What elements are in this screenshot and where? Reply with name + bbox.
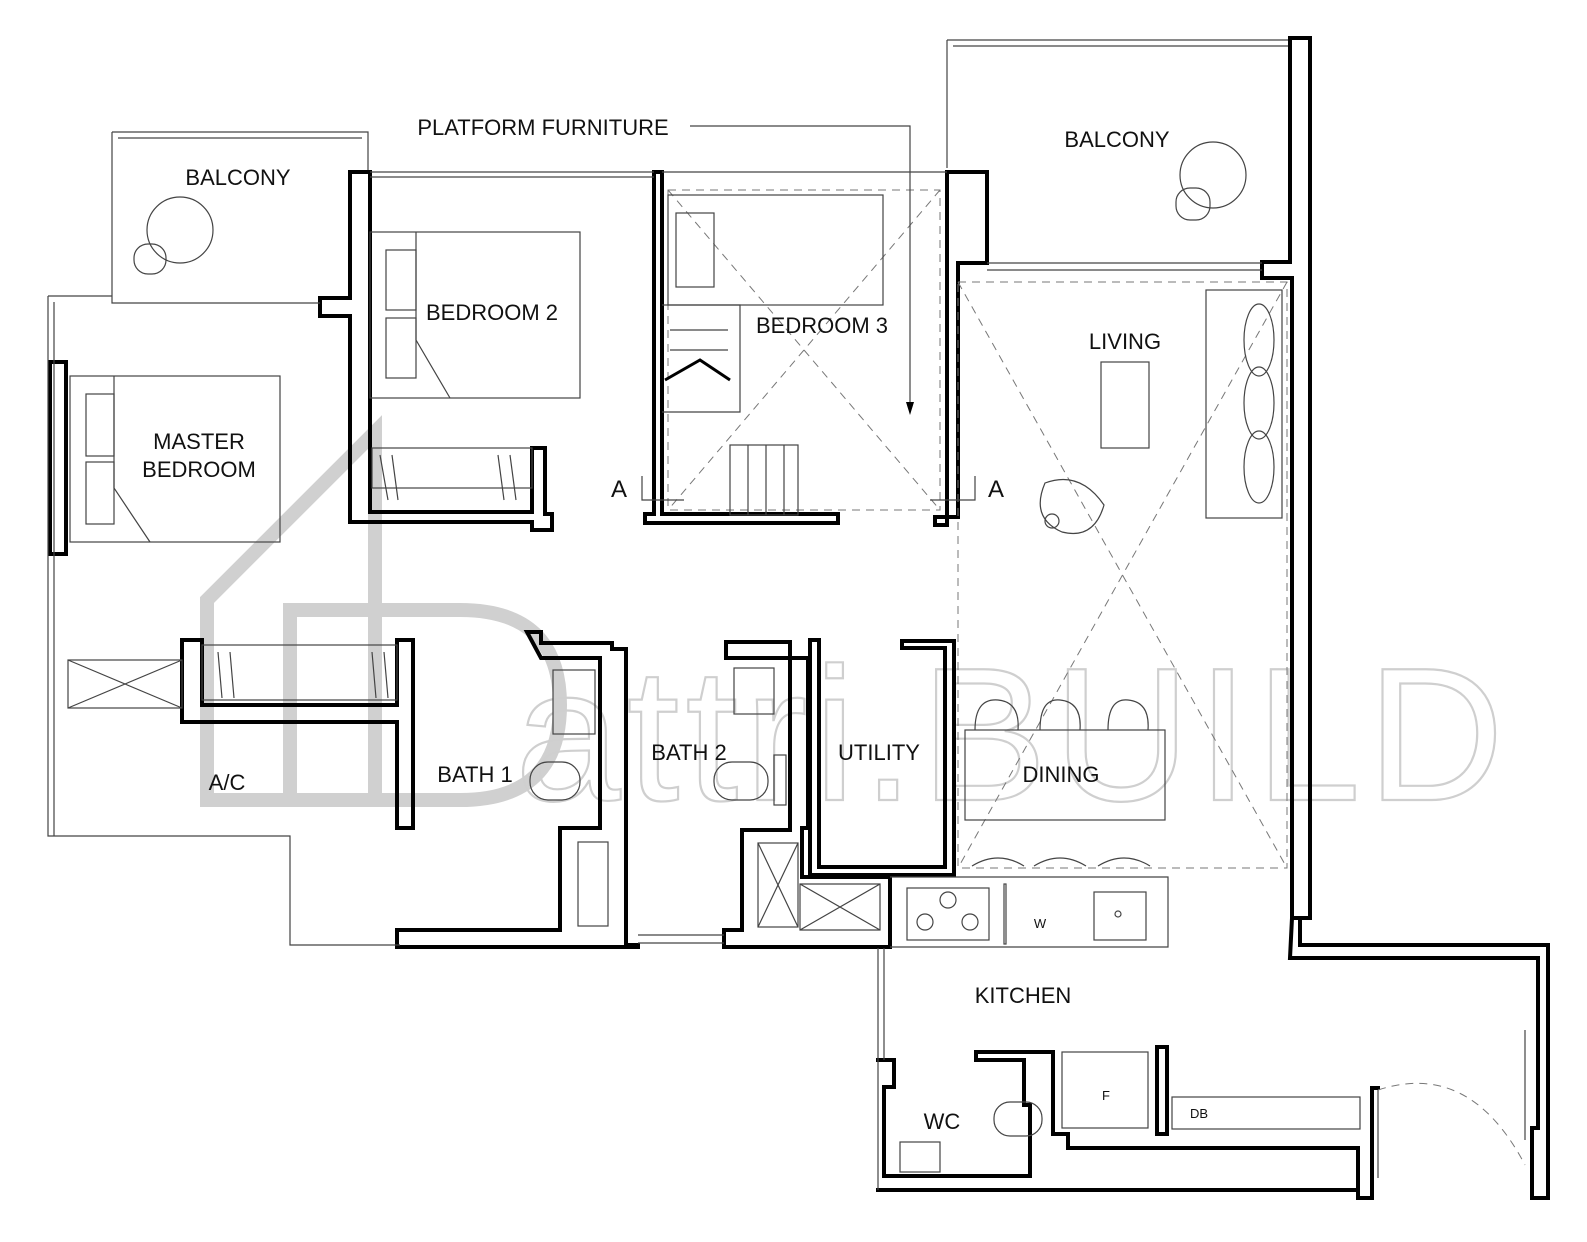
room-labels: BALCONY BALCONY PLATFORM FURNITURE BEDRO… <box>142 115 1208 1134</box>
platform-furniture-label: PLATFORM FURNITURE <box>417 115 668 140</box>
ac-label: A/C <box>209 770 246 795</box>
balcony-left <box>111 131 369 304</box>
master-bedroom-label-line2: BEDROOM <box>142 457 256 482</box>
balcony-right <box>946 39 1290 221</box>
dining-label: DINING <box>1023 762 1100 787</box>
utility-label: UTILITY <box>838 740 920 765</box>
balcony-left-label: BALCONY <box>185 165 290 190</box>
master-bed <box>69 375 281 543</box>
db-label: DB <box>1190 1106 1208 1121</box>
bedroom2-label: BEDROOM 2 <box>426 300 558 325</box>
watermark: attri.BUILD <box>200 415 1510 842</box>
kitchen-label: KITCHEN <box>975 983 1072 1008</box>
bedroom2-bed <box>369 231 581 501</box>
watermark-text: attri.BUILD <box>515 629 1510 841</box>
living-furniture <box>957 281 1288 869</box>
kitchen-fixtures <box>906 883 1526 1178</box>
ac-ledge <box>67 644 398 709</box>
living-label: LIVING <box>1089 329 1161 354</box>
bedroom3-platform <box>662 189 941 516</box>
washer-label: W <box>1034 916 1047 931</box>
section-a-left: A <box>611 476 627 503</box>
section-marker-lines <box>641 476 976 501</box>
platform-leader <box>690 125 914 415</box>
dining-furniture <box>964 699 1166 867</box>
balcony-right-label: BALCONY <box>1064 127 1169 152</box>
bath1-label: BATH 1 <box>437 762 512 787</box>
outline-lines <box>47 171 1262 1190</box>
fridge-label: F <box>1102 1088 1110 1103</box>
bath2-label: BATH 2 <box>651 740 726 765</box>
walls <box>48 36 1550 1200</box>
bath-fixtures <box>529 667 1043 1173</box>
section-a-right: A <box>988 476 1004 503</box>
wc-label: WC <box>924 1109 961 1134</box>
master-bedroom-label-line1: MASTER <box>153 429 245 454</box>
bedroom3-label: BEDROOM 3 <box>756 313 888 338</box>
